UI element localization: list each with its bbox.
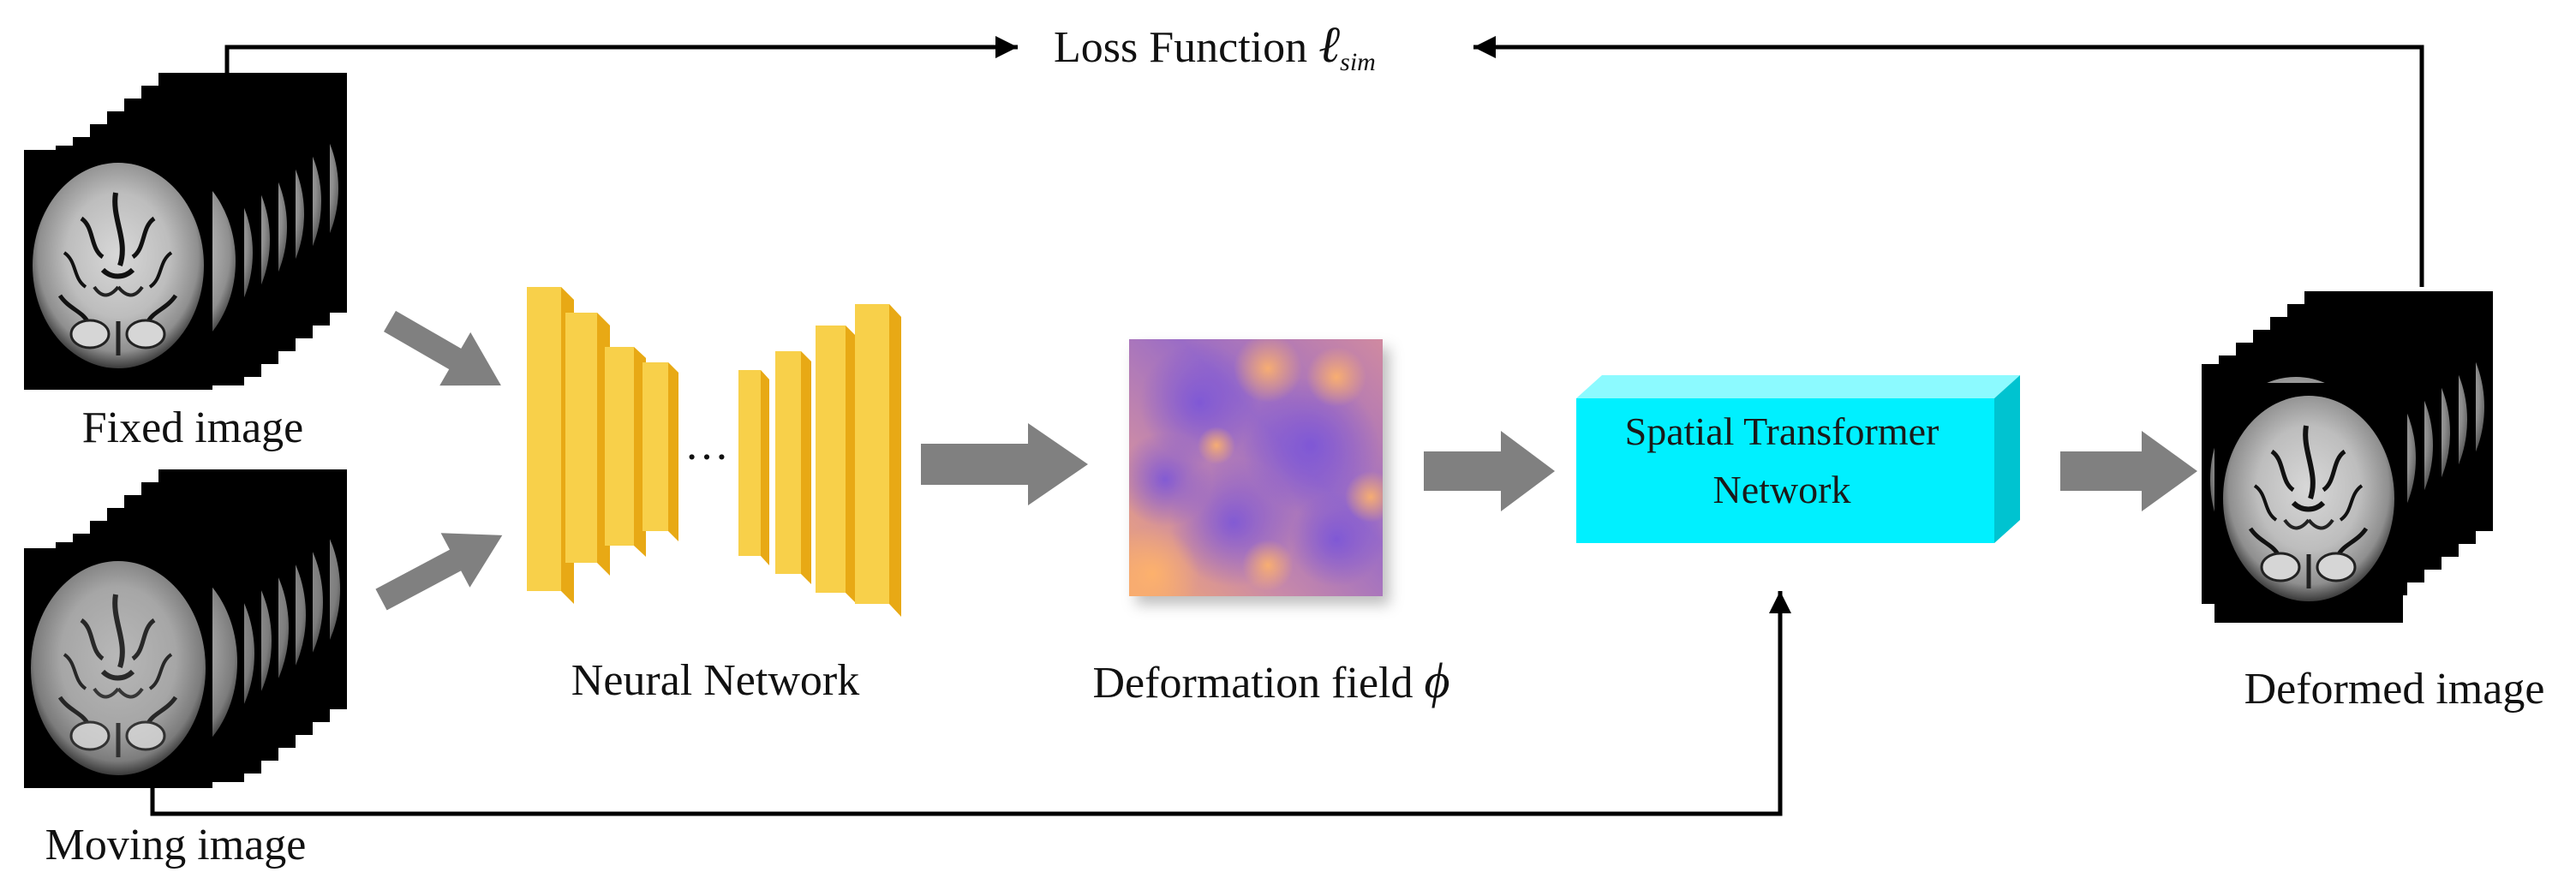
stn-label-line2: Network	[1712, 468, 1851, 511]
deformation-field-text: Deformation field	[1092, 659, 1414, 708]
loss-function-text: Loss Function	[1054, 23, 1308, 72]
arrow-moving-to-network	[375, 533, 503, 611]
decoder-layer-3	[816, 326, 857, 604]
neural-network-block	[527, 287, 901, 617]
neural-network-label: Neural Network	[571, 656, 860, 705]
fixed-to-loss-line	[224, 36, 1018, 75]
encoder-layer-4	[643, 362, 678, 541]
deformation-field-image	[1129, 339, 1383, 596]
deformed-image-label: Deformed image	[2244, 665, 2545, 714]
moving-to-stn-line	[150, 591, 1791, 816]
deformed-image-front-slice	[2214, 383, 2403, 623]
arrow-stn-to-deformed	[2060, 431, 2197, 511]
moving-image-label: Moving image	[45, 821, 307, 869]
deformation-field-label: Deformation field ϕ	[1092, 655, 1449, 709]
spatial-transformer-label: Spatial Transformer Network	[1576, 403, 1987, 519]
encoder-layer-3	[605, 347, 646, 557]
moving-image-front-slice	[24, 548, 212, 788]
deformation-symbol: ϕ	[1424, 653, 1450, 708]
spatial-transformer-box	[1576, 375, 2020, 543]
arrow-field-to-stn	[1424, 431, 1555, 511]
loss-feedback-lines	[150, 36, 2424, 816]
fixed-image-label: Fixed image	[81, 403, 304, 452]
loss-subscript: sim	[1340, 48, 1376, 76]
decoder-layer-2	[775, 351, 811, 584]
decoder-layer-4	[855, 304, 901, 617]
fixed-image-stack	[24, 73, 347, 390]
deformed-to-loss-line	[1473, 36, 2424, 287]
moving-image-stack	[24, 469, 347, 788]
loss-symbol: ℓ	[1318, 16, 1341, 73]
encoder-layer-2	[565, 313, 610, 576]
fixed-image-front-slice	[24, 150, 212, 390]
arrow-fixed-to-network	[384, 310, 501, 386]
flow-arrows	[375, 310, 2197, 611]
arrow-network-to-field	[921, 423, 1088, 505]
loss-function-label: Loss Function ℓsim	[1054, 19, 1376, 88]
deformed-image-stack	[2202, 291, 2493, 623]
ellipsis-label: …	[684, 421, 729, 469]
stn-label-line1: Spatial Transformer	[1624, 409, 1939, 453]
decoder-layer-1	[738, 370, 769, 565]
